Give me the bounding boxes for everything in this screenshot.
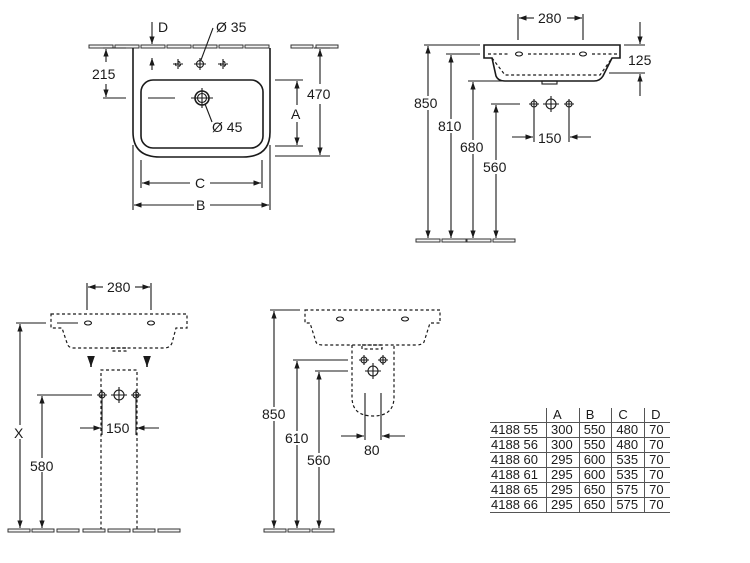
table-cell: 70 bbox=[644, 482, 670, 498]
table-cell: 295 bbox=[546, 482, 580, 498]
table-cell: 295 bbox=[546, 452, 580, 468]
dim-125-label: 125 bbox=[628, 52, 652, 68]
dimensions-table: A B C D 4188 55 300 550 480 70 4188 56 3… bbox=[490, 408, 670, 513]
dim-280-label: 280 bbox=[538, 10, 562, 26]
tap-hole-icon bbox=[218, 59, 228, 69]
table-row: 4188 60 295 600 535 70 bbox=[490, 452, 670, 468]
floor-line bbox=[7, 528, 181, 533]
table-cell: 4188 55 bbox=[490, 422, 547, 438]
table-row: 4188 56 300 550 480 70 bbox=[490, 437, 670, 453]
wall-line bbox=[88, 44, 339, 49]
tap-hole-diameter-label: Ø 35 bbox=[216, 19, 247, 35]
table-cell: 550 bbox=[578, 422, 612, 438]
table-cell: 4188 61 bbox=[490, 467, 547, 483]
ped-dim-580-label: 580 bbox=[30, 458, 54, 474]
basin-outline bbox=[132, 48, 271, 158]
table-cell: 535 bbox=[611, 452, 645, 468]
table-cell: 650 bbox=[578, 482, 612, 498]
table-cell: 70 bbox=[644, 467, 670, 483]
semi-dim-560-label: 560 bbox=[307, 452, 331, 468]
table-cell: 535 bbox=[611, 467, 645, 483]
table-cell: 600 bbox=[578, 452, 612, 468]
semipedestal-outline bbox=[351, 345, 395, 417]
table-header: B bbox=[578, 408, 612, 423]
supply-points-icon bbox=[97, 387, 141, 403]
table-cell: 650 bbox=[578, 497, 612, 513]
dim-560-label: 560 bbox=[483, 159, 507, 175]
tap-holes bbox=[173, 58, 228, 70]
table-cell: 70 bbox=[644, 452, 670, 468]
table-cell: 600 bbox=[578, 467, 612, 483]
table-header-row: A B C D bbox=[490, 408, 670, 423]
table-cell: 575 bbox=[611, 497, 645, 513]
side-view-semipedestal: 80 850 610 560 bbox=[261, 309, 441, 533]
dim-x-label: X bbox=[14, 425, 24, 441]
dim-c-label: C bbox=[195, 175, 205, 191]
supply-points-icon bbox=[529, 96, 574, 112]
waste-diameter-label: Ø 45 bbox=[212, 119, 243, 135]
table-cell: 4188 56 bbox=[490, 437, 547, 453]
bowl-outline bbox=[140, 79, 264, 149]
supply-points-icon bbox=[359, 355, 388, 379]
table-header: D bbox=[644, 408, 670, 423]
dim-470-label: 470 bbox=[307, 86, 331, 102]
ped-dim-280-label: 280 bbox=[107, 279, 131, 295]
table-header: C bbox=[611, 408, 645, 423]
dim-80-label: 80 bbox=[364, 442, 380, 458]
dim-850-label: 850 bbox=[414, 95, 438, 111]
semi-dim-610-label: 610 bbox=[285, 430, 309, 446]
top-view: D Ø 35 Ø 45 215 A 470 C B bbox=[88, 19, 339, 213]
dim-b-label: B bbox=[196, 197, 205, 213]
ped-dim-150-label: 150 bbox=[106, 420, 130, 436]
table-cell: 4188 60 bbox=[490, 452, 547, 468]
dim-d-label: D bbox=[158, 19, 168, 35]
dim-a-label: A bbox=[291, 106, 301, 122]
side-view-wall: 280 125 850 810 680 560 150 bbox=[413, 10, 652, 243]
table-row: 4188 55 300 550 480 70 bbox=[490, 422, 670, 438]
table-cell: 295 bbox=[546, 467, 580, 483]
floor-line bbox=[263, 528, 335, 533]
dim-215-label: 215 bbox=[92, 66, 116, 82]
table-header bbox=[490, 408, 547, 423]
table-cell: 480 bbox=[611, 422, 645, 438]
table-row: 4188 61 295 600 535 70 bbox=[490, 467, 670, 483]
table-cell: 4188 66 bbox=[490, 497, 547, 513]
table-cell: 575 bbox=[611, 482, 645, 498]
table-header: A bbox=[546, 408, 580, 423]
table-cell: 4188 65 bbox=[490, 482, 547, 498]
table-cell: 70 bbox=[644, 497, 670, 513]
pedestal-outline bbox=[100, 369, 138, 530]
dim-810-label: 810 bbox=[438, 118, 462, 134]
table-cell: 295 bbox=[546, 497, 580, 513]
table-cell: 300 bbox=[546, 437, 580, 453]
table-cell: 70 bbox=[644, 422, 670, 438]
table-cell: 550 bbox=[578, 437, 612, 453]
table-row: 4188 66 295 650 575 70 bbox=[490, 497, 670, 513]
tap-hole-icon bbox=[194, 58, 206, 70]
floor-line bbox=[415, 238, 516, 243]
semi-dim-850-label: 850 bbox=[262, 406, 286, 422]
table-row: 4188 65 295 650 575 70 bbox=[490, 482, 670, 498]
dim-150-label: 150 bbox=[538, 130, 562, 146]
table-cell: 70 bbox=[644, 437, 670, 453]
waste-outlet-icon bbox=[191, 88, 213, 108]
front-view-pedestal: 280 150 X 580 bbox=[7, 279, 188, 533]
tap-hole-icon bbox=[173, 59, 183, 69]
table-cell: 300 bbox=[546, 422, 580, 438]
basin-side-outline bbox=[483, 44, 621, 82]
dim-680-label: 680 bbox=[460, 139, 484, 155]
table-cell: 480 bbox=[611, 437, 645, 453]
